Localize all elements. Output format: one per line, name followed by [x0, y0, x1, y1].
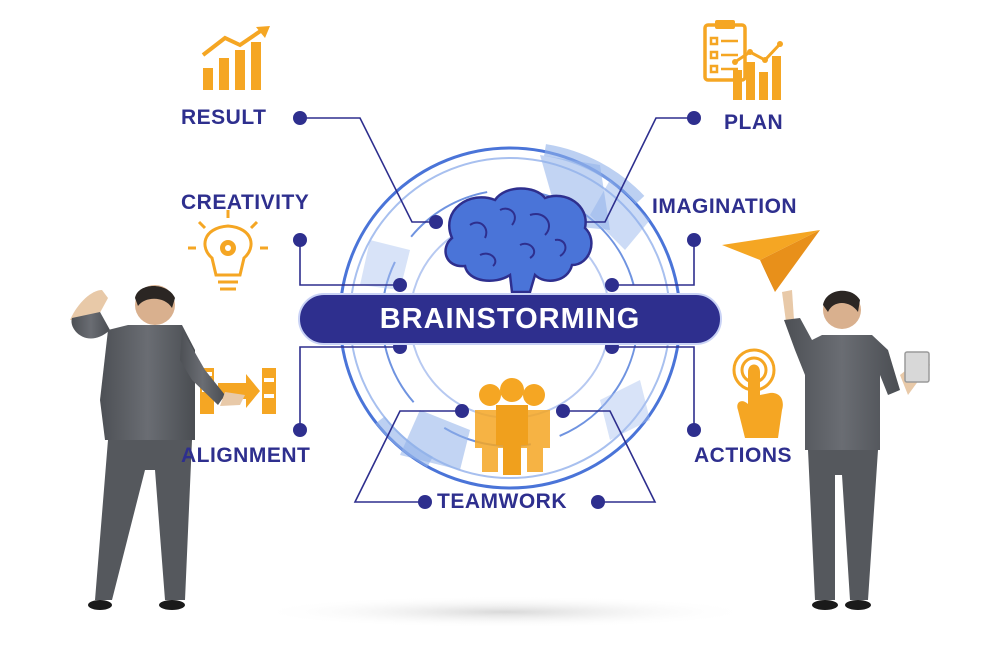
label-creativity: CREATIVITY — [181, 191, 310, 214]
team-icon — [475, 378, 550, 475]
label-teamwork: TEAMWORK — [437, 490, 567, 513]
label-actions: ACTIONS — [694, 444, 792, 467]
connector-lines — [299, 117, 695, 503]
brainstorming-title: BRAINSTORMING — [379, 302, 641, 335]
floor-shadow — [255, 596, 755, 628]
label-result: RESULT — [181, 106, 267, 129]
bar-chart-icon — [201, 26, 270, 90]
label-plan: PLAN — [724, 111, 784, 134]
paper-plane-icon — [722, 230, 820, 292]
brainstorming-title-pill: BRAINSTORMING — [298, 293, 722, 345]
businessman-right — [782, 290, 930, 610]
touch-hand-icon — [732, 348, 783, 438]
label-alignment: ALIGNMENT — [181, 444, 311, 467]
connector-dots — [293, 111, 701, 509]
brain-icon — [444, 187, 593, 294]
label-imagination: IMAGINATION — [652, 195, 798, 218]
businessman-left — [70, 285, 245, 610]
clipboard-chart-icon — [703, 20, 783, 100]
lightbulb-gear-icon — [188, 210, 268, 291]
